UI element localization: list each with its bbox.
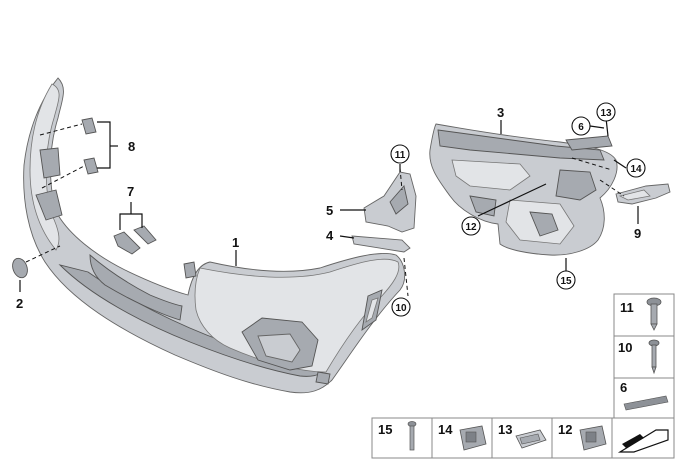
nut-clip-14-icon — [459, 425, 487, 451]
tape-6-icon — [623, 395, 669, 411]
part-7-clip-left — [113, 231, 141, 255]
legend-label-14: 14 — [438, 422, 453, 437]
callout-9: 9 — [634, 226, 641, 241]
callout-11-circle — [390, 144, 410, 164]
callout-10: 10 — [395, 303, 407, 314]
callout-6: 6 — [578, 122, 584, 133]
callout-3: 3 — [497, 105, 504, 120]
callout-6-circle — [571, 116, 591, 136]
legend-label-12: 12 — [558, 422, 572, 437]
legend-label-6: 6 — [620, 380, 627, 395]
callout-12: 12 — [465, 222, 477, 233]
callout-14-circle — [626, 158, 646, 178]
expanding-rivet-15-icon — [407, 421, 417, 451]
spring-nut-13-icon — [515, 429, 547, 449]
part-7-clip-right — [133, 225, 157, 245]
legend-label-15: 15 — [378, 422, 392, 437]
callout-15-circle — [556, 270, 576, 290]
part-4-strip — [351, 235, 411, 253]
callout-7: 7 — [127, 184, 134, 199]
screw-10-icon — [648, 339, 660, 375]
part-8-clip-upper — [81, 117, 97, 135]
callout-1: 1 — [232, 235, 239, 250]
legend-label-11: 11 — [620, 300, 634, 315]
legend-label-10: 10 — [618, 340, 632, 355]
callout-5: 5 — [326, 203, 333, 218]
leader-lines — [19, 117, 639, 297]
bumper-carrier — [429, 123, 618, 256]
nut-clip-12-icon — [579, 425, 607, 451]
legend-side: 11 10 6 — [613, 293, 675, 419]
callout-8: 8 — [128, 139, 135, 154]
callout-11: 11 — [395, 150, 406, 161]
callout-12-circle — [461, 216, 481, 236]
callout-2: 2 — [16, 296, 23, 311]
callout-14: 14 — [630, 164, 642, 175]
callout-4: 4 — [326, 228, 334, 243]
legend-box-11 — [613, 293, 675, 337]
legend-bottom: 15 14 13 12 — [371, 417, 675, 459]
legend-label-13: 13 — [498, 422, 512, 437]
part-2-plug — [12, 257, 28, 279]
callout-15: 15 — [560, 276, 572, 287]
part-8-clip-lower — [83, 157, 99, 175]
legend-box-15 — [371, 417, 433, 459]
bumper-trim-panel — [23, 77, 406, 394]
callout-13: 13 — [600, 108, 612, 119]
reference-icon — [617, 429, 669, 453]
callout-10-circle — [391, 297, 411, 317]
screw-11-icon — [646, 297, 662, 331]
callout-13-circle — [596, 102, 616, 122]
